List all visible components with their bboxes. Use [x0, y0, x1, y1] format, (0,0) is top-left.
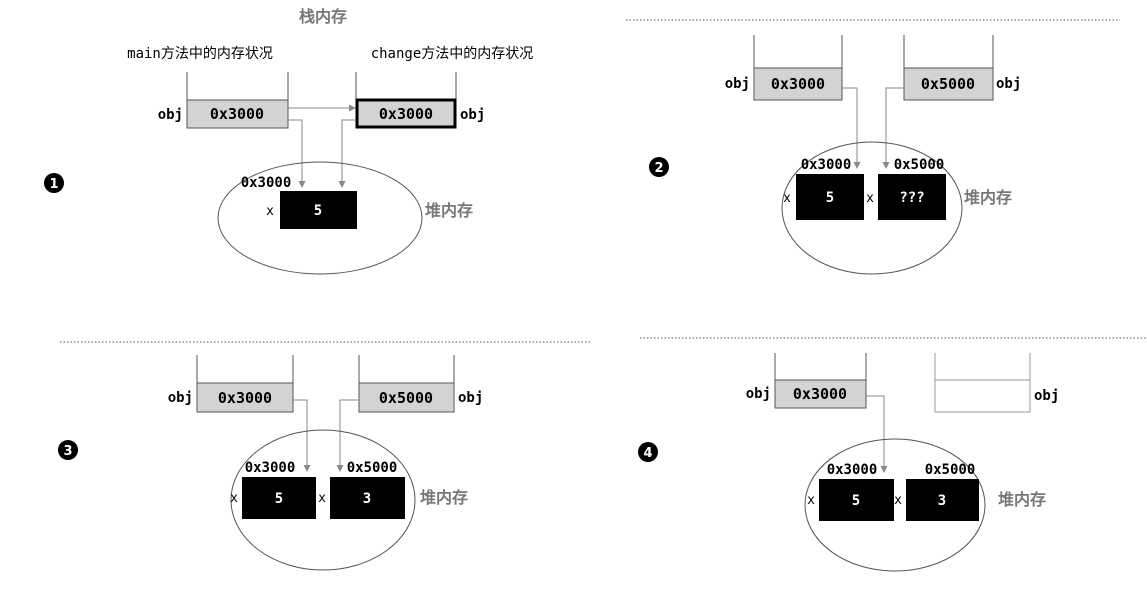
- step-1-badge: [44, 173, 64, 193]
- heap-address-1: 0x3000: [827, 462, 878, 478]
- heap-object-1: [242, 477, 316, 519]
- main-ref-value: 0x3000: [210, 105, 264, 123]
- main-pointer-arrow: [866, 395, 888, 473]
- heap-memory-label: 堆内存: [998, 490, 1046, 509]
- change-stack-frame-empty: [934, 353, 1031, 413]
- heap-object-2: [906, 479, 979, 521]
- step-4-panel: 4 0x3000 obj obj 0x3000 0x5000 5 3 x x 堆…: [638, 353, 1059, 572]
- heap-object-1: [280, 191, 357, 229]
- heap-field-x: x: [230, 491, 238, 506]
- heap-value-1: 5: [852, 493, 860, 509]
- main-method-label: main方法中的内存状况: [127, 46, 273, 62]
- main-ref-value: 0x3000: [771, 75, 825, 93]
- heap-address-1: 0x3000: [241, 175, 292, 191]
- step-2-badge: [649, 157, 669, 177]
- change-ref-value: 0x5000: [921, 75, 975, 93]
- heap-ellipse: [217, 161, 423, 275]
- heap-object-2: [330, 477, 405, 519]
- stack-memory-title: 栈内存: [299, 7, 347, 26]
- main-obj-label: obj: [158, 107, 183, 123]
- step-1-panel: 1 main方法中的内存状况 change方法中的内存状况 0x3000 obj…: [44, 46, 534, 275]
- step-1-number: 1: [49, 177, 58, 192]
- step-3-badge: [58, 440, 78, 460]
- heap-address-2: 0x5000: [925, 462, 976, 478]
- heap-field-x: x: [266, 204, 274, 219]
- change-obj-label: obj: [460, 107, 485, 123]
- change-ref-value: 0x3000: [379, 105, 433, 123]
- step-4-badge: [638, 442, 658, 462]
- change-method-label: change方法中的内存状况: [371, 46, 534, 62]
- change-pointer-arrow: [336, 399, 359, 472]
- change-ref-box: [358, 382, 455, 413]
- change-obj-label: obj: [458, 390, 483, 406]
- main-obj-label: obj: [168, 390, 193, 406]
- heap-memory-label: 堆内存: [964, 188, 1012, 207]
- heap-ellipse: [230, 429, 416, 571]
- heap-address-2: 0x5000: [347, 460, 398, 476]
- main-pointer-arrow: [293, 399, 311, 472]
- change-ref-value: 0x5000: [379, 389, 433, 407]
- main-ref-value: 0x3000: [218, 389, 272, 407]
- heap-object-1: [796, 174, 864, 220]
- change-ref-box: [355, 98, 457, 129]
- heap-value-1: 5: [275, 491, 283, 507]
- heap-ellipse: [781, 141, 963, 275]
- heap-value-2: 3: [938, 493, 946, 509]
- heap-field-x: x: [807, 493, 815, 508]
- step-2-panel: 2 0x3000 obj 0x5000 obj 0x3000 0x5000 5 …: [649, 35, 1021, 275]
- main-pointer-arrow: [288, 119, 306, 188]
- heap-field-x: x: [783, 191, 791, 206]
- change-ref-box: [903, 67, 994, 101]
- main-obj-label: obj: [746, 386, 771, 402]
- main-ref-box: [186, 99, 289, 129]
- main-ref-box: [196, 382, 294, 413]
- heap-memory-label: 堆内存: [425, 201, 473, 220]
- main-ref-box: [753, 67, 843, 101]
- heap-memory-label: 堆内存: [420, 488, 468, 507]
- change-pointer-arrow: [882, 87, 904, 169]
- step-2-number: 2: [654, 161, 663, 176]
- main-pointer-arrow: [842, 87, 861, 169]
- heap-value-2: ???: [899, 190, 924, 206]
- step-3-number: 3: [63, 444, 72, 459]
- heap-address-1: 0x3000: [801, 157, 852, 173]
- heap-value-2: 3: [363, 491, 371, 507]
- step-4-number: 4: [643, 446, 652, 461]
- change-pointer-arrow: [338, 119, 356, 188]
- heap-object-2: [878, 174, 946, 220]
- heap-address-2: 0x5000: [894, 157, 945, 173]
- heap-value-1: 5: [314, 203, 322, 219]
- heap-address-1: 0x3000: [245, 460, 296, 476]
- change-obj-label: obj: [1034, 388, 1059, 404]
- heap-field-x: x: [894, 493, 902, 508]
- heap-field-x: x: [318, 491, 326, 506]
- main-ref-box: [774, 379, 867, 409]
- heap-field-x: x: [866, 191, 874, 206]
- main-obj-label: obj: [725, 76, 750, 92]
- step-3-panel: 3 0x3000 obj 0x5000 obj 0x3000 0x5000 5 …: [58, 355, 483, 571]
- heap-value-1: 5: [826, 190, 834, 206]
- change-obj-label: obj: [996, 76, 1021, 92]
- heap-ellipse: [804, 438, 986, 572]
- main-ref-value: 0x3000: [793, 385, 847, 403]
- heap-object-1: [819, 479, 894, 521]
